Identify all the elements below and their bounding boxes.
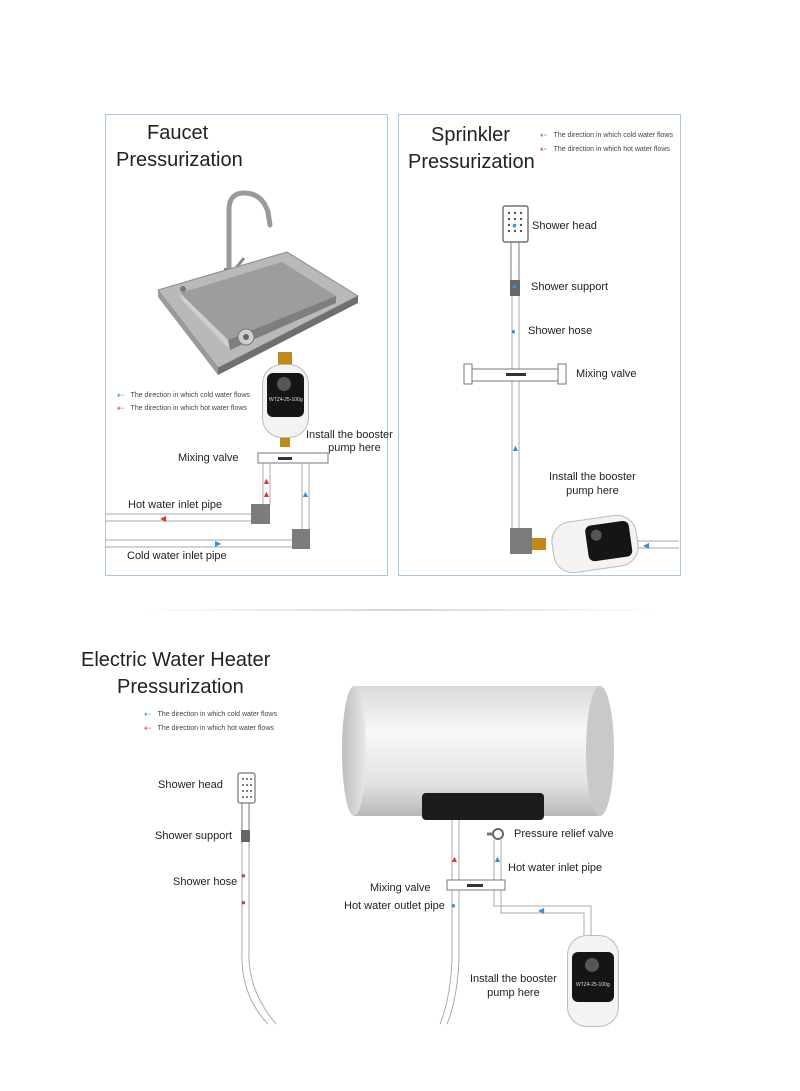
sprinkler-title: Sprinkler Pressurization	[408, 122, 558, 176]
heater-hot-inlet-label: Hot water inlet pipe	[508, 862, 603, 874]
svg-text:◀: ◀	[160, 514, 167, 523]
hot-arrow-icon: ⇠	[540, 144, 548, 154]
faucet-cold-inlet-label: Cold water inlet pipe	[127, 550, 227, 562]
faucet-title-line1: Faucet	[147, 122, 209, 144]
faucet-install-line2: pump here	[328, 442, 381, 455]
svg-text:▲: ▲	[262, 476, 271, 486]
svg-text:●: ●	[241, 871, 246, 880]
heater-shower-hose-label: Shower hose	[173, 876, 238, 888]
heater-title-line1: Electric Water Heater	[81, 649, 271, 671]
svg-text:◀: ◀	[643, 541, 650, 550]
heater-pressure-relief-label: Pressure relief valve	[514, 828, 614, 840]
sprinkler-mixing-valve-label: Mixing valve	[576, 368, 637, 380]
heater-shower-support-label: Shower support	[155, 830, 233, 842]
sprinkler-shower-head-label: Shower head	[532, 220, 597, 232]
hot-arrow-icon: ⇠	[144, 723, 152, 733]
sprinkler-legend-cold-text: The direction in which cold water flows	[553, 132, 673, 139]
heater-title-line2: Pressurization	[117, 676, 244, 698]
faucet-install-label: Install the booster pump here	[306, 429, 393, 455]
sprinkler-title-line2: Pressurization	[408, 151, 535, 173]
sprinkler-install-line1: Install the booster	[549, 471, 636, 483]
heater-legend-cold-text: The direction in which cold water flows	[157, 711, 277, 718]
cold-arrow-icon: ⇠	[117, 390, 125, 400]
faucet-legend-cold-text: The direction in which cold water flows	[130, 392, 250, 399]
svg-text:▲: ▲	[511, 443, 520, 453]
faucet-install-line1: Install the booster	[306, 429, 393, 441]
faucet-legend-cold: ⇠ The direction in which cold water flows	[117, 390, 250, 401]
faucet-hot-inlet-label: Hot water inlet pipe	[128, 499, 223, 511]
svg-text:●: ●	[511, 327, 516, 336]
sprinkler-legend-cold: ⇠ The direction in which cold water flows	[540, 130, 673, 141]
sprinkler-install-label: Install the booster pump here	[549, 470, 636, 499]
hot-arrow-icon: ⇠	[117, 403, 125, 413]
section-divider	[140, 609, 660, 611]
faucet-legend-hot-text: The direction in which hot water flows	[130, 405, 247, 412]
faucet-mixing-valve-label: Mixing valve	[178, 452, 239, 464]
svg-text:▲: ▲	[262, 489, 271, 499]
sprinkler-install-line2: pump here	[566, 485, 619, 498]
sprinkler-panel	[398, 114, 681, 576]
heater-mixing-valve-label: Mixing valve	[370, 882, 431, 894]
svg-text:●: ●	[512, 282, 517, 291]
svg-text:●: ●	[241, 898, 246, 907]
svg-text:◀: ◀	[538, 906, 545, 915]
cold-arrow-icon: ⇠	[144, 709, 152, 719]
faucet-title: Faucet Pressurization	[116, 120, 266, 174]
heater-install-line1: Install the booster	[470, 973, 557, 985]
svg-text:●: ●	[451, 901, 456, 910]
heater-booster-pump: WTZ4-25-100g	[567, 935, 619, 1027]
heater-install-line2: pump here	[487, 987, 540, 1000]
sprinkler-shower-hose-label: Shower hose	[528, 325, 593, 337]
sprinkler-legend-hot: ⇠ The direction in which hot water flows	[540, 144, 670, 155]
svg-text:▲: ▲	[493, 854, 502, 864]
heater-legend-hot: ⇠ The direction in which hot water flows	[144, 723, 274, 734]
cold-arrow-icon: ⇠	[540, 130, 548, 140]
sprinkler-legend-hot-text: The direction in which hot water flows	[553, 146, 670, 153]
heater-install-label: Install the booster pump here	[470, 972, 557, 1001]
faucet-title-line2: Pressurization	[116, 149, 243, 171]
faucet-legend-hot: ⇠ The direction in which hot water flows	[117, 403, 247, 414]
heater-hot-outlet-label: Hot water outlet pipe	[344, 900, 445, 912]
heater-pump-model: WTZ4-25-100g	[576, 982, 610, 988]
faucet-pump-model: WTZ4-25-100g	[269, 397, 303, 403]
svg-text:▲: ▲	[301, 489, 310, 499]
svg-text:●: ●	[512, 221, 517, 230]
heater-legend-cold: ⇠ The direction in which cold water flows	[144, 709, 277, 720]
svg-text:▲: ▲	[450, 854, 459, 864]
svg-text:▶: ▶	[215, 539, 222, 548]
heater-title: Electric Water Heater Pressurization	[81, 647, 301, 701]
sprinkler-title-line1: Sprinkler	[431, 124, 510, 146]
heater-legend-hot-text: The direction in which hot water flows	[157, 725, 274, 732]
sprinkler-shower-support-label: Shower support	[531, 281, 609, 293]
faucet-booster-pump: WTZ4-25-100g	[262, 364, 309, 438]
heater-shower-head-label: Shower head	[158, 779, 223, 791]
